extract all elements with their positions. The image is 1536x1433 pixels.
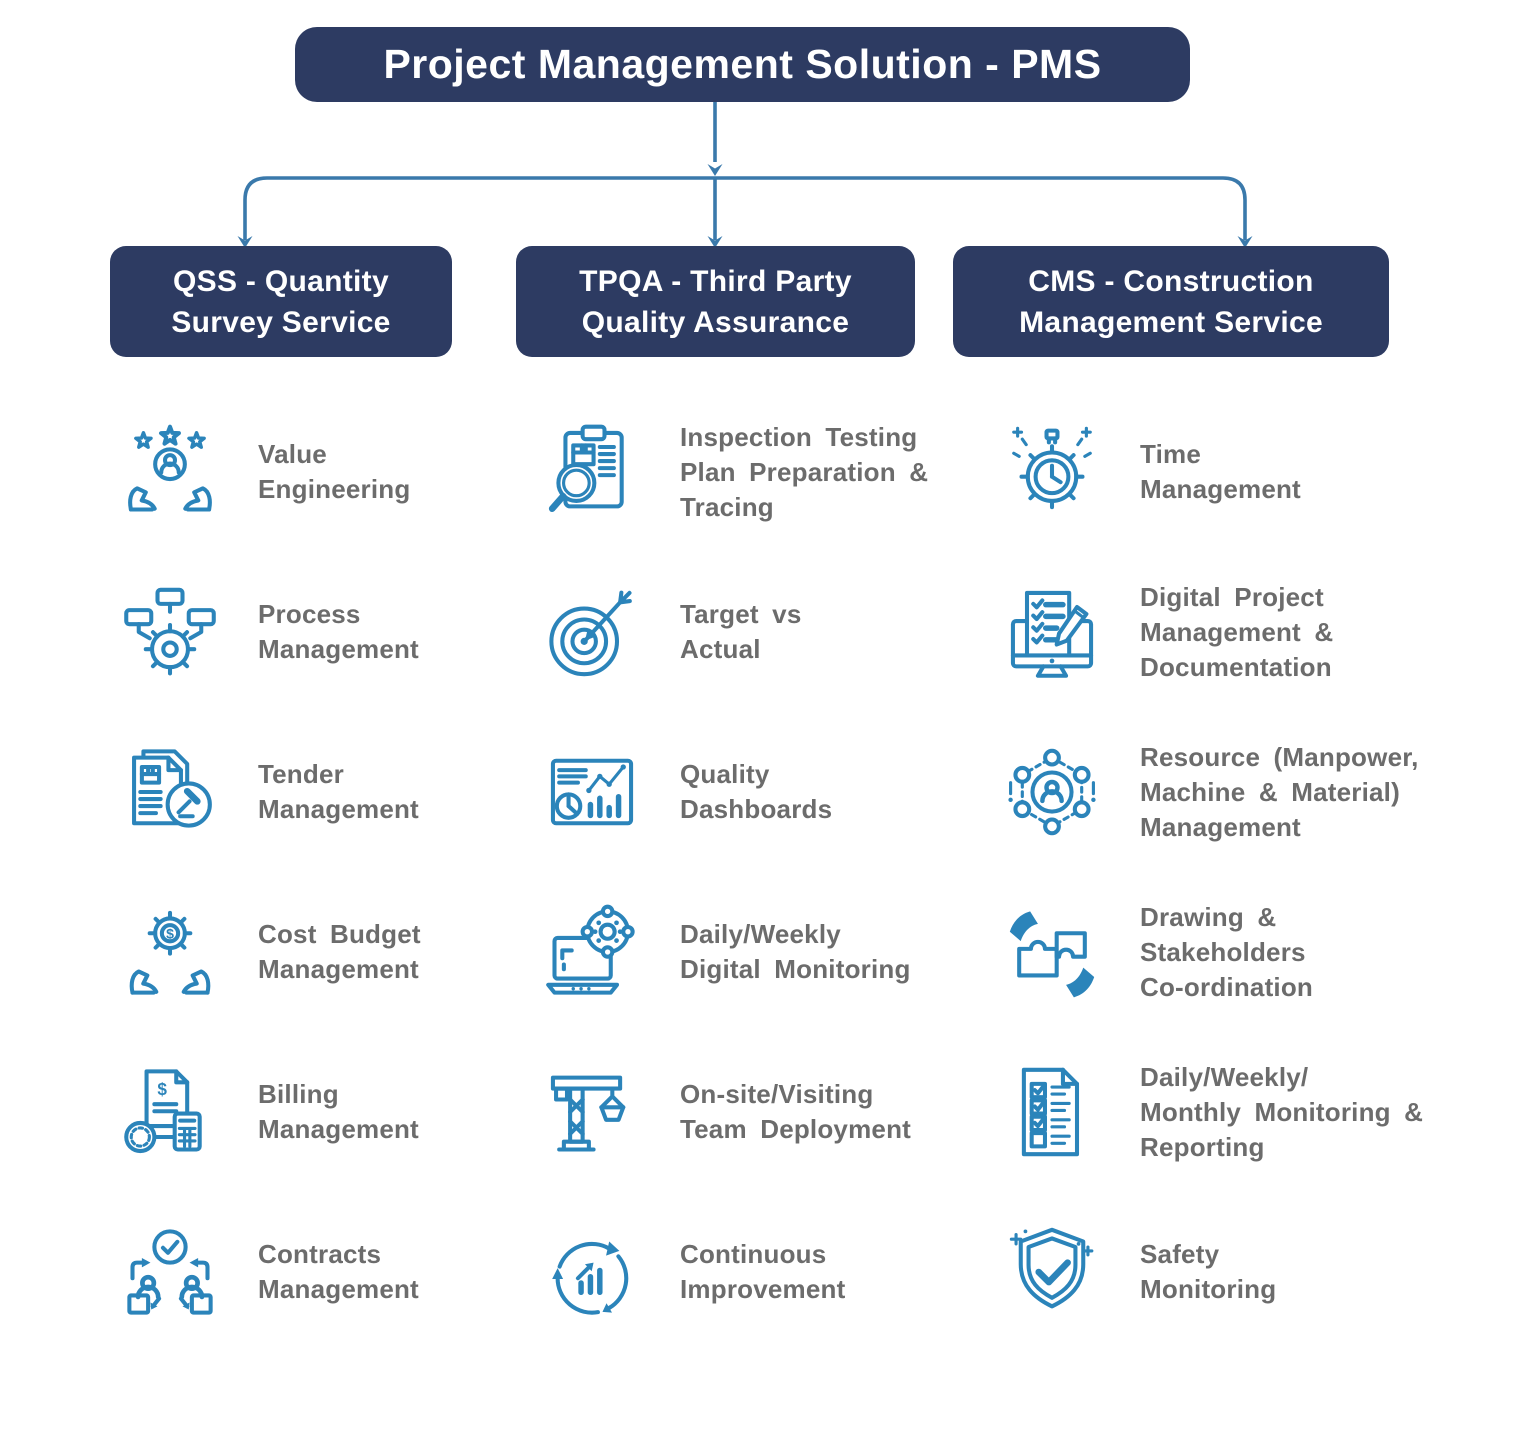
continuous-improvement-icon bbox=[540, 1220, 644, 1324]
digital-monitoring-icon bbox=[540, 900, 644, 1004]
connector-arrows bbox=[237, 102, 1253, 248]
drawing-coordination-icon bbox=[1000, 900, 1104, 1004]
item-label: Safety Monitoring bbox=[1140, 1239, 1277, 1304]
svg-text:$: $ bbox=[166, 926, 174, 942]
time-management-icon bbox=[1000, 420, 1104, 524]
svg-text:$: $ bbox=[157, 1079, 167, 1099]
list-item: Value Engineering bbox=[118, 392, 421, 552]
list-item: Continuous Improvement bbox=[540, 1192, 928, 1352]
list-item: Resource (Manpower, Machine & Material) … bbox=[1000, 712, 1423, 872]
list-item: Tender Management bbox=[118, 712, 421, 872]
item-label: Tender Management bbox=[258, 759, 419, 824]
item-label: Contracts Management bbox=[258, 1239, 419, 1304]
cms-items-column: Time Management Digital Project Manageme… bbox=[1000, 392, 1423, 1352]
item-label: Daily/Weekly/ Monthly Monitoring & Repor… bbox=[1140, 1061, 1424, 1162]
list-item: Daily/Weekly Digital Monitoring bbox=[540, 872, 928, 1032]
item-label: On-site/Visiting Team Deployment bbox=[680, 1079, 912, 1144]
item-label: Value Engineering bbox=[258, 439, 411, 504]
item-label: Drawing & Stakeholders Co-ordination bbox=[1140, 901, 1314, 1002]
item-label: Cost Budget Management bbox=[258, 919, 421, 984]
branch-box-tpqa: TPQA - Third Party Quality Assurance bbox=[516, 246, 915, 357]
item-label: Digital Project Management & Documentati… bbox=[1140, 581, 1334, 682]
item-label: Billing Management bbox=[258, 1079, 419, 1144]
item-label: Resource (Manpower, Machine & Material) … bbox=[1140, 741, 1419, 842]
item-label: Target vs Actual bbox=[680, 599, 802, 664]
page-title: Project Management Solution - PMS bbox=[295, 27, 1190, 102]
digital-project-icon bbox=[1000, 580, 1104, 684]
list-item: Safety Monitoring bbox=[1000, 1192, 1423, 1352]
contracts-management-icon bbox=[118, 1220, 222, 1324]
billing-management-icon: $ bbox=[118, 1060, 222, 1164]
monitoring-reporting-icon bbox=[1000, 1060, 1104, 1164]
list-item: On-site/Visiting Team Deployment bbox=[540, 1032, 928, 1192]
item-label: Process Management bbox=[258, 599, 419, 664]
item-label: Quality Dashboards bbox=[680, 759, 833, 824]
tpqa-items-column: Inspection Testing Plan Preparation & Tr… bbox=[540, 392, 928, 1352]
list-item: Inspection Testing Plan Preparation & Tr… bbox=[540, 392, 928, 552]
resource-management-icon bbox=[1000, 740, 1104, 844]
item-label: Continuous Improvement bbox=[680, 1239, 846, 1304]
team-deployment-icon bbox=[540, 1060, 644, 1164]
inspection-testing-icon bbox=[540, 420, 644, 524]
target-vs-actual-icon bbox=[540, 580, 644, 684]
item-label: Daily/Weekly Digital Monitoring bbox=[680, 919, 911, 984]
branch-box-cms: CMS - Construction Management Service bbox=[953, 246, 1389, 357]
list-item: Drawing & Stakeholders Co-ordination bbox=[1000, 872, 1423, 1032]
value-engineering-icon bbox=[118, 420, 222, 524]
list-item: Contracts Management bbox=[118, 1192, 421, 1352]
list-item: Quality Dashboards bbox=[540, 712, 928, 872]
cost-budget-management-icon: $ bbox=[118, 900, 222, 1004]
item-label: Time Management bbox=[1140, 439, 1301, 504]
quality-dashboards-icon bbox=[540, 740, 644, 844]
list-item: $ Billing Management bbox=[118, 1032, 421, 1192]
list-item: Time Management bbox=[1000, 392, 1423, 552]
list-item: Process Management bbox=[118, 552, 421, 712]
item-label: Inspection Testing Plan Preparation & Tr… bbox=[680, 421, 929, 522]
list-item: Digital Project Management & Documentati… bbox=[1000, 552, 1423, 712]
list-item: Daily/Weekly/ Monthly Monitoring & Repor… bbox=[1000, 1032, 1423, 1192]
safety-monitoring-icon bbox=[1000, 1220, 1104, 1324]
process-management-icon bbox=[118, 580, 222, 684]
branch-box-qss: QSS - Quantity Survey Service bbox=[110, 246, 452, 357]
list-item: Target vs Actual bbox=[540, 552, 928, 712]
list-item: $ Cost Budget Management bbox=[118, 872, 421, 1032]
qss-items-column: Value Engineering Process Management bbox=[118, 392, 421, 1352]
tender-management-icon bbox=[118, 740, 222, 844]
